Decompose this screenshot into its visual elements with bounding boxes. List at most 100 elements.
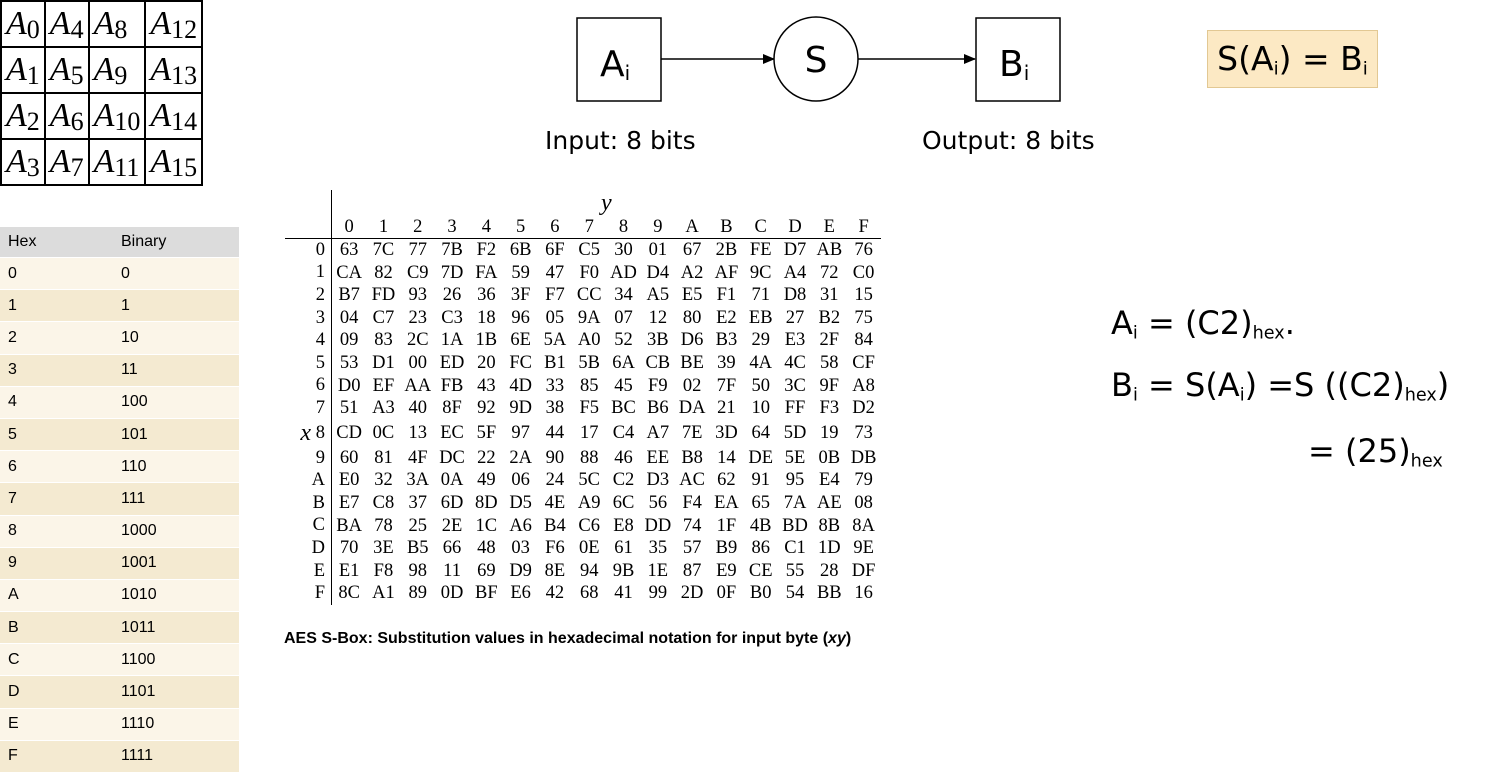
sbox-cell: 92: [469, 397, 503, 420]
sbox-caption-var: xy: [828, 630, 846, 647]
sbox-cell: 94: [572, 560, 606, 583]
sbox-column-header: 9: [641, 216, 675, 239]
sbox-cell: 19: [812, 420, 846, 447]
sbox-cell: 22: [469, 447, 503, 470]
sbox-cell: 5B: [572, 352, 606, 375]
binary-value-cell: 1000: [113, 515, 239, 547]
sbox-cell: E9: [709, 560, 743, 583]
sbox-x-axis-label: x: [285, 420, 311, 447]
example-line-result: = (25)hex: [1308, 432, 1443, 470]
sbox-row-header: 3: [311, 307, 332, 330]
sbox-cell: 26: [435, 284, 469, 307]
sbox-cell: FC: [503, 352, 537, 375]
sbox-cell: 33: [538, 375, 572, 398]
sbox-cell: DB: [846, 447, 880, 470]
sbox-cell: 95: [778, 469, 812, 492]
sbox-cell: 05: [538, 307, 572, 330]
sbox-cell: 49: [469, 469, 503, 492]
sbox-cell: 7B: [435, 239, 469, 262]
sbox-x-axis-spacer: [285, 447, 311, 470]
sbox-cell: 29: [744, 329, 778, 352]
sbox-x-axis-spacer: [285, 239, 311, 262]
sbox-cell: F9: [641, 375, 675, 398]
sbox-cell: 1D: [812, 537, 846, 560]
sbox-cell: F4: [675, 492, 709, 515]
sbox-cell: A0: [572, 329, 606, 352]
sbox-cell: CD: [332, 420, 367, 447]
sbox-cell: 59: [503, 262, 537, 285]
sbox-cell: F7: [538, 284, 572, 307]
sbox-cell: 47: [538, 262, 572, 285]
sbox-cell: A2: [675, 262, 709, 285]
sbox-row-header: B: [311, 492, 332, 515]
example-output-mid: ) =S ((C2): [1245, 366, 1405, 404]
sbox-x-axis-spacer: [285, 307, 311, 330]
sbox-corner-blank-4: [311, 216, 332, 239]
sbox-cell: C3: [435, 307, 469, 330]
sbox-cell: 5D: [778, 420, 812, 447]
sbox-cell: 73: [846, 420, 880, 447]
sbox-cell: 82: [366, 262, 400, 285]
sbox-cell: 87: [675, 560, 709, 583]
sbox-cell: FE: [744, 239, 778, 262]
sbox-cell: A1: [366, 582, 400, 605]
sbox-column-header: F: [846, 216, 880, 239]
sbox-cell: 56: [641, 492, 675, 515]
sbox-corner-blank-3: [285, 216, 311, 239]
hex-value-cell: C: [0, 644, 113, 676]
sbox-cell: 8A: [846, 515, 880, 538]
sbox-cell: CC: [572, 284, 606, 307]
sbox-row-header: 6: [311, 375, 332, 398]
sbox-cell: A9: [572, 492, 606, 515]
sbox-cell: 41: [606, 582, 640, 605]
sbox-cell: 81: [366, 447, 400, 470]
example-output-hex-sub: hex: [1405, 385, 1437, 405]
sbox-cell: 96: [503, 307, 537, 330]
sbox-column-header: 3: [435, 216, 469, 239]
example-input-value: = (C2): [1138, 304, 1253, 342]
sbox-cell: AC: [675, 469, 709, 492]
sbox-cell: B3: [709, 329, 743, 352]
sbox-cell: 99: [641, 582, 675, 605]
sbox-row-header: 2: [311, 284, 332, 307]
sbox-cell: 86: [744, 537, 778, 560]
sbox-cell: 0F: [709, 582, 743, 605]
sbox-cell: D2: [846, 397, 880, 420]
sbox-cell: B2: [812, 307, 846, 330]
sbox-cell: 98: [401, 560, 435, 583]
sbox-cell: CA: [332, 262, 367, 285]
sbox-cell: 42: [538, 582, 572, 605]
sbox-node-label: S: [805, 40, 828, 81]
sbox-cell: 44: [538, 420, 572, 447]
sbox-caption: AES S-Box: Substitution values in hexade…: [284, 630, 851, 648]
sbox-cell: 77: [401, 239, 435, 262]
sbox-row-header: C: [311, 515, 332, 538]
hex-value-cell: A: [0, 579, 113, 611]
sbox-x-axis-spacer: [285, 560, 311, 583]
sbox-cell: 00: [401, 352, 435, 375]
sbox-x-axis-spacer: [285, 469, 311, 492]
sbox-cell: 39: [709, 352, 743, 375]
sbox-cell: 67: [675, 239, 709, 262]
sbox-cell: DA: [675, 397, 709, 420]
sbox-cell: 2F: [812, 329, 846, 352]
sbox-cell: AF: [709, 262, 743, 285]
sbox-cell: 32: [366, 469, 400, 492]
sbox-cell: 4D: [503, 375, 537, 398]
sbox-cell: 20: [469, 352, 503, 375]
